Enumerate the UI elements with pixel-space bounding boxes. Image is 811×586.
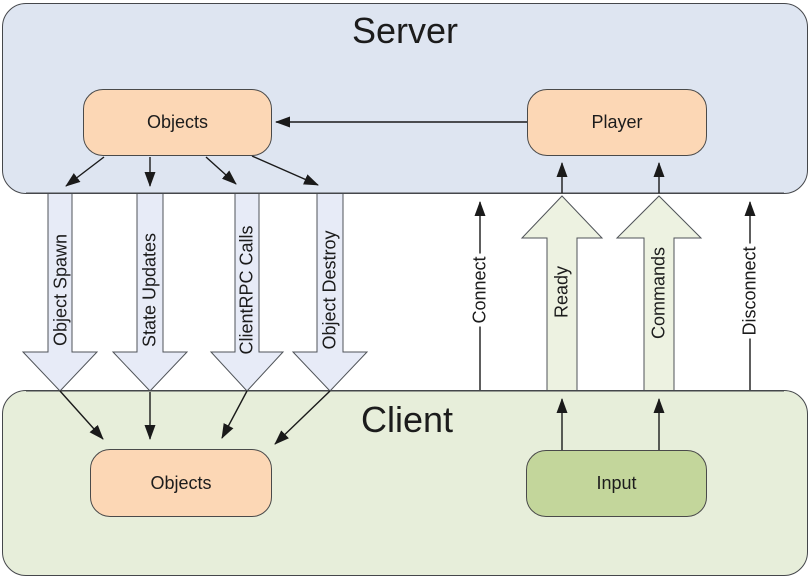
player-label: Player [591, 112, 643, 132]
destroy-to-objects-arrow [274, 390, 331, 445]
player-node: Player [527, 89, 707, 156]
object-destroy-block-arrow [291, 192, 369, 392]
input-label: Input [596, 473, 637, 493]
server-objects-label: Objects [146, 112, 209, 132]
objects-to-destroy-arrow [251, 155, 319, 186]
client-objects-node: Objects [90, 449, 272, 517]
disconnect-label: Disconnect [739, 243, 761, 339]
object-destroy-label: Object Destroy [319, 230, 340, 350]
commands-block-arrow [615, 195, 703, 392]
client-objects-label: Objects [150, 472, 212, 493]
connect-label: Connect [469, 253, 491, 327]
client-title: Client [360, 399, 454, 440]
clientrpc-calls-block-arrow [209, 192, 285, 392]
server-title: Server [351, 10, 459, 51]
objects-to-spawn-arrow [65, 156, 105, 187]
server-objects-node: Objects [83, 89, 272, 156]
state-updates-block-arrow [111, 192, 189, 392]
input-node: Input [526, 450, 707, 517]
objects-to-rpc-arrow [205, 156, 237, 185]
clientrpc-calls-label: ClientRPC Calls [236, 225, 257, 355]
ready-block-arrow [520, 195, 604, 392]
ready-label: Ready [551, 265, 572, 319]
rpc-to-objects-arrow [221, 390, 248, 439]
spawn-to-objects-arrow [59, 390, 104, 440]
commands-label: Commands [648, 246, 669, 340]
state-updates-label: State Updates [139, 232, 160, 348]
object-spawn-label: Object Spawn [50, 233, 71, 347]
object-spawn-block-arrow [21, 192, 99, 392]
